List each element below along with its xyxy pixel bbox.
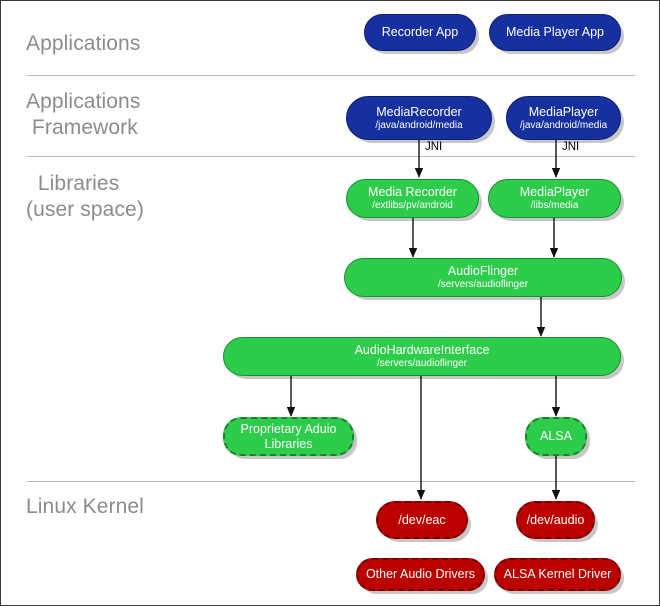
node-alsa-kernel-driver[interactable]: ALSA Kernel Driver [494,558,621,591]
node-mediarecorder-framework-title: MediaRecorder [376,104,462,119]
node-proprietary-audio-libraries-title: Proprietary Aduio [240,421,337,436]
divider-applications [27,75,635,76]
node-mediaplayer-library-path: /libs/media [530,200,579,211]
node-audioflinger-title: AudioFlinger [447,264,519,278]
jni-label-left: JNI [425,141,443,153]
layer-label-libraries: Libraries (user space) [26,172,144,221]
node-other-audio-drivers[interactable]: Other Audio Drivers [356,558,485,591]
node-mediaplayer-library-title: MediaPlayer [519,185,590,199]
node-alsa[interactable]: ALSA [525,417,587,456]
node-mediaplayer-framework-path: /java/android/media [519,119,608,131]
node-audioflinger-path: /servers/audioflinger [437,279,529,290]
node-other-audio-drivers-title: Other Audio Drivers [365,567,476,581]
node-alsa-kernel-driver-title: ALSA Kernel Driver [503,567,612,581]
node-media-recorder-library-title: Media Recorder [368,185,457,199]
node-recorder-app[interactable]: Recorder App [364,14,476,51]
node-mediarecorder-framework[interactable]: MediaRecorder /java/android/media [346,96,492,140]
jni-label-right: JNI [562,141,580,153]
node-media-recorder-library-path: /extlibs/pv/android [372,200,453,211]
node-mediaplayer-framework-title: MediaPlayer [528,104,599,119]
layer-label-applications-framework: Applications Framework [26,90,141,139]
node-audiohardwareinterface-path: /servers/audioflinger [376,358,468,369]
node-mediaplayer-framework[interactable]: MediaPlayer /java/android/media [506,96,621,140]
node-media-recorder-library[interactable]: Media Recorder /extlibs/pv/android [346,179,479,218]
node-recorder-app-title: Recorder App [381,25,459,39]
node-audioflinger[interactable]: AudioFlinger /servers/audioflinger [344,258,622,297]
node-audiohardwareinterface[interactable]: AudioHardwareInterface /servers/audiofli… [223,337,621,376]
node-media-player-app[interactable]: Media Player App [489,14,621,51]
layer-label-applications: Applications [26,32,141,55]
node-dev-eac[interactable]: /dev/eac [376,501,468,539]
node-proprietary-audio-libraries-subtitle: Libraries [264,436,313,451]
node-dev-eac-title: /dev/eac [398,512,446,527]
node-dev-audio-title: /dev/audio [526,512,585,527]
node-dev-audio[interactable]: /dev/audio [516,501,595,539]
divider-libraries [27,481,635,482]
node-alsa-title: ALSA [540,429,572,443]
node-mediaplayer-library[interactable]: MediaPlayer /libs/media [488,179,621,218]
divider-applications-framework [27,156,635,157]
layer-label-linux-kernel: Linux Kernel [26,495,144,518]
node-mediarecorder-framework-path: /java/android/media [375,119,463,131]
node-media-player-app-title: Media Player App [506,25,604,39]
node-proprietary-audio-libraries[interactable]: Proprietary Aduio Libraries [223,417,354,456]
node-audiohardwareinterface-title: AudioHardwareInterface [354,343,490,357]
